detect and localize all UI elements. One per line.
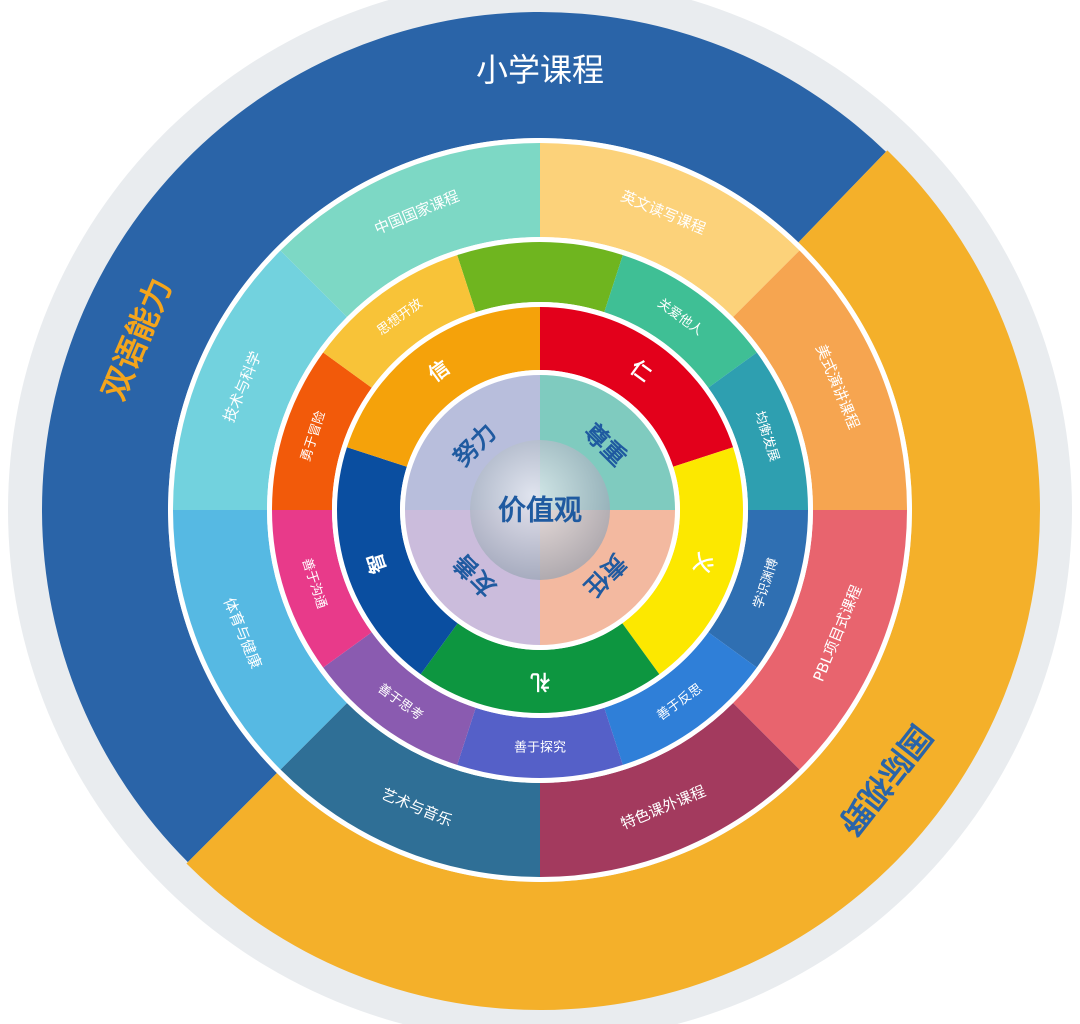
curriculum-segment	[280, 703, 540, 877]
competency-segment	[604, 255, 757, 388]
curriculum-segment	[280, 143, 540, 317]
outer-segment-international	[186, 150, 1040, 1010]
competency-segment	[272, 510, 372, 668]
virtue-segment	[336, 447, 458, 675]
virtue-segment	[420, 623, 660, 713]
outer-segment-bilingual-primary	[42, 12, 886, 863]
center-title: 价值观	[498, 494, 582, 527]
curriculum-segment	[173, 510, 347, 770]
outer-label-primary-curriculum: 小学课程	[476, 51, 604, 89]
virtue-segment	[622, 447, 743, 675]
competency-segment	[323, 255, 476, 388]
curriculum-segment	[173, 250, 347, 510]
virtue-label: 礼	[530, 670, 550, 694]
globe-icon	[470, 440, 610, 580]
competency-segment	[272, 352, 372, 510]
competency-segment	[604, 632, 757, 765]
curriculum-segment	[733, 250, 907, 510]
competency-segment	[323, 632, 476, 765]
competency-segment	[457, 242, 623, 313]
virtue-segment	[346, 307, 540, 467]
curriculum-segment	[540, 703, 800, 877]
competency-segment	[457, 707, 623, 778]
curriculum-segment	[540, 143, 800, 317]
competency-segment	[708, 352, 808, 510]
virtue-segment	[540, 307, 734, 467]
curriculum-segment	[733, 510, 907, 770]
competency-label: 善于探究	[514, 740, 566, 756]
competency-segment	[708, 510, 808, 668]
